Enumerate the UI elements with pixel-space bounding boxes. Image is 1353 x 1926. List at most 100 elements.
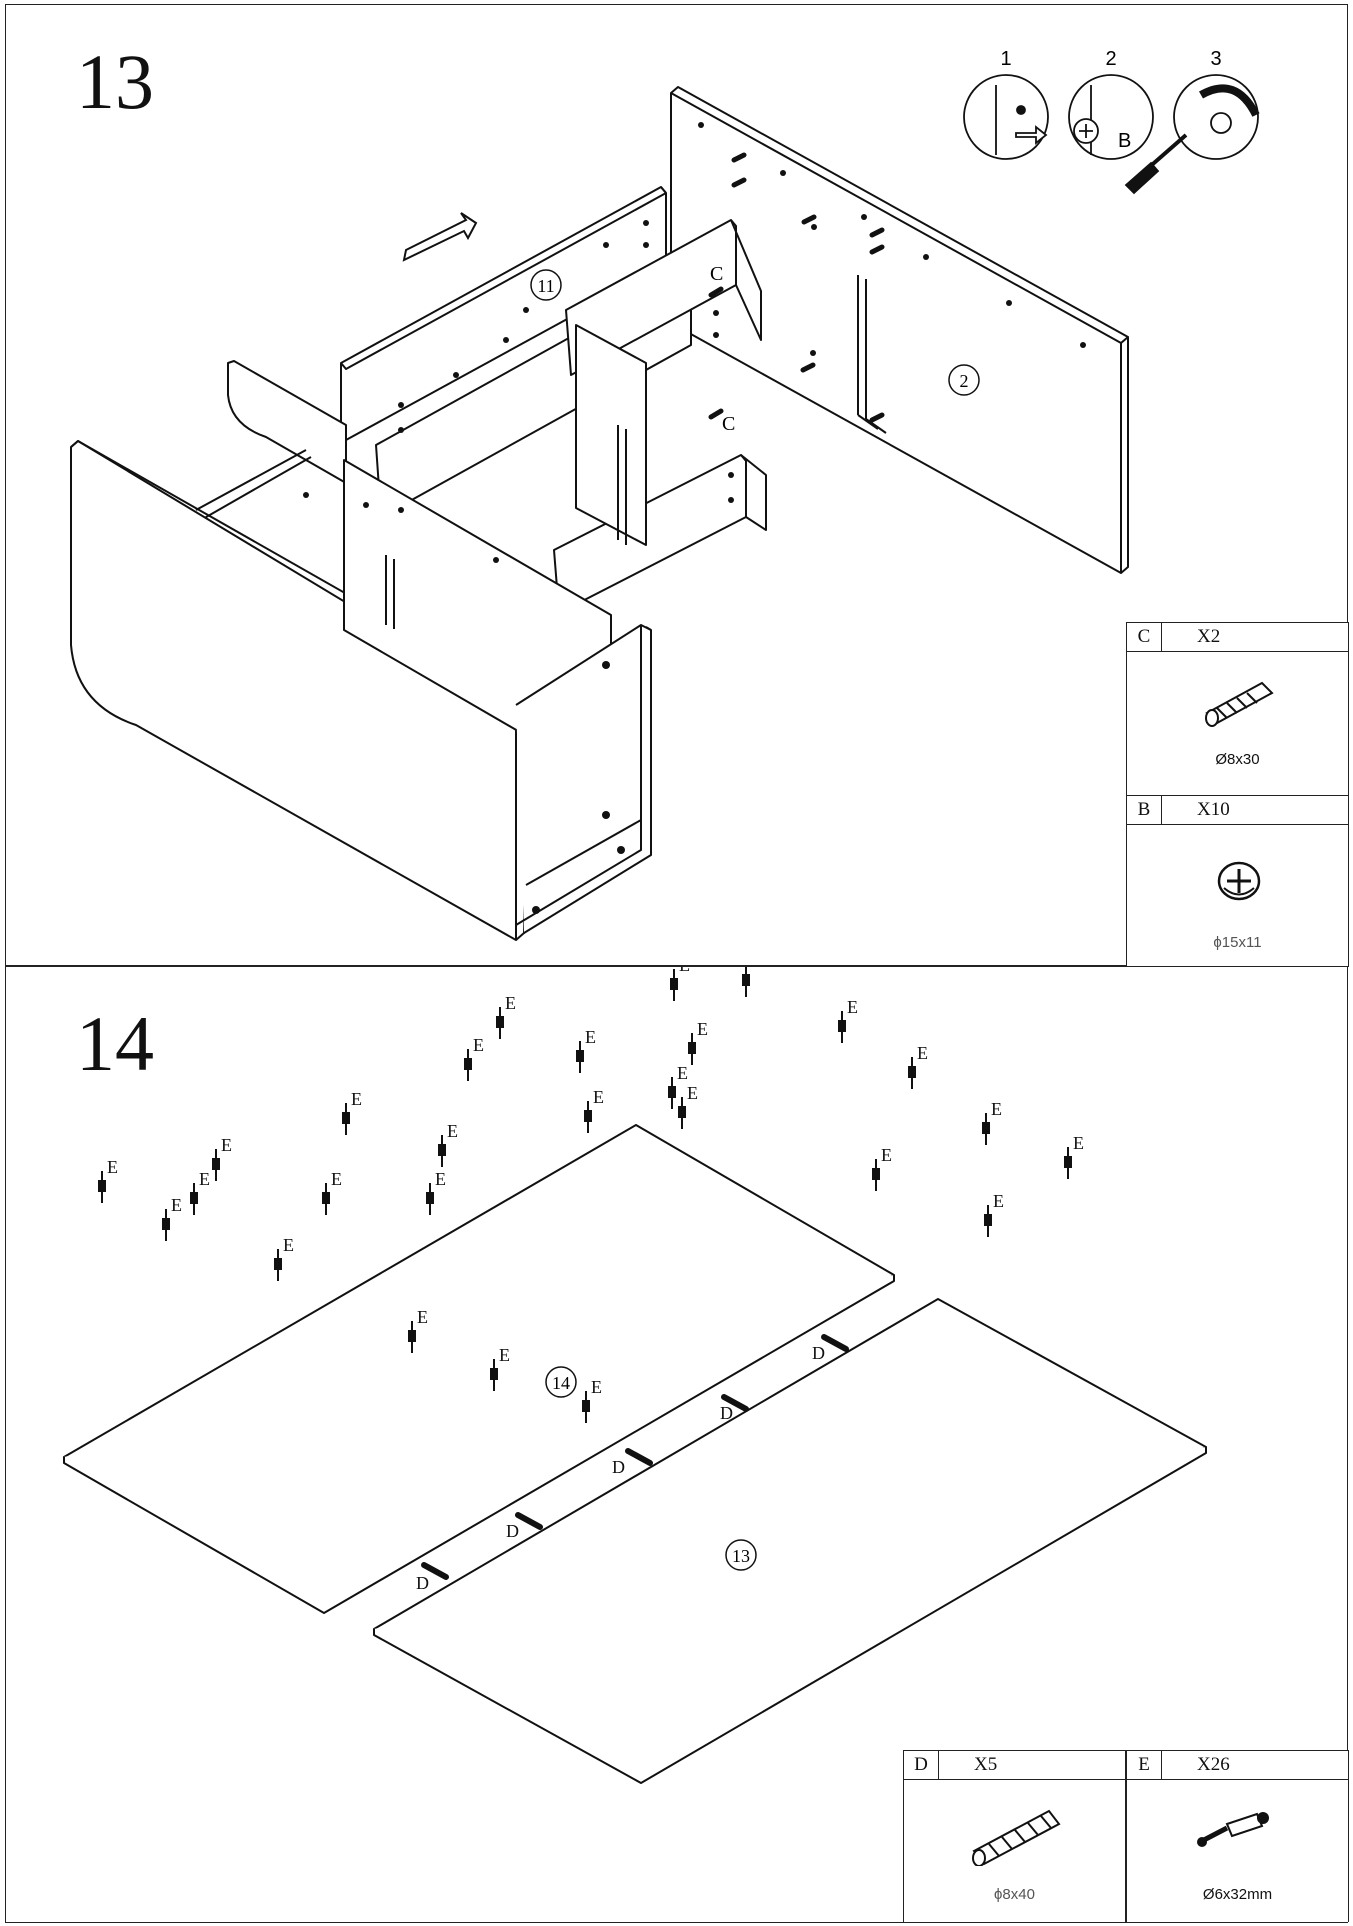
hardware-letter: D: [904, 1751, 939, 1779]
e-callout: E: [499, 1345, 510, 1365]
d-callout: D: [612, 1457, 625, 1477]
hardware-quantity: X26: [1197, 1754, 1230, 1775]
e-bolt-head: [162, 1218, 170, 1230]
e-callout: E: [1073, 1133, 1084, 1153]
e-bolt-head: [668, 1086, 676, 1098]
step-13-panel: 13: [5, 4, 1349, 967]
e-bolt-head: [464, 1058, 472, 1070]
e-bolt-head: [678, 1106, 686, 1118]
step-13-illustration: 11 2 C C 1 2 3 B: [70, 48, 1260, 941]
e-callout: E: [697, 1019, 708, 1039]
e-callout: E: [585, 1027, 596, 1047]
e-callout: E: [591, 1377, 602, 1397]
wood-dowel-icon: [1205, 681, 1274, 727]
cam-lock-icon: [1217, 861, 1261, 901]
c-callout: C: [710, 263, 723, 285]
e-bolt-head: [496, 1016, 504, 1028]
wood-dowel-icon: [972, 1809, 1061, 1866]
hardware-letter: C: [1127, 623, 1162, 651]
svg-text:13: 13: [732, 1546, 750, 1566]
e-bolt-head: [872, 1168, 880, 1180]
detail-b-label: B: [1118, 130, 1131, 152]
e-bolt-head: [322, 1192, 330, 1204]
detail-step-1: 1: [1000, 48, 1011, 70]
hardware-box-d: D X5 ϕ8x40: [903, 1750, 1126, 1922]
e-callout: E: [677, 1063, 688, 1083]
hardware-letter: E: [1127, 1751, 1162, 1779]
e-callout: E: [447, 1121, 458, 1141]
cam-lock-detail: [963, 74, 1260, 195]
hardware-quantity: X5: [974, 1754, 998, 1775]
e-bolt-head: [490, 1368, 498, 1380]
hardware-box-e: E X26 Ø6x32mm: [1126, 1750, 1349, 1922]
e-bolt-head: [688, 1042, 696, 1054]
hardware-size: ϕ15x11: [1213, 934, 1262, 951]
svg-text:2: 2: [960, 371, 969, 391]
e-bolt-head: [98, 1180, 106, 1192]
e-callout: E: [351, 1089, 362, 1109]
e-callout: E: [199, 1169, 210, 1189]
e-callout: E: [473, 1035, 484, 1055]
e-callout: E: [847, 997, 858, 1017]
hardware-size: Ø6x32mm: [1202, 1886, 1273, 1903]
panel-13-label: 13: [725, 1539, 757, 1571]
panel-2-label: 2: [948, 364, 980, 396]
e-bolt-head: [190, 1192, 198, 1204]
e-bolt-head: [212, 1158, 220, 1170]
detail-step-3: 3: [1210, 48, 1221, 70]
step-14-panel: 14 14 13 D D D D D: [5, 966, 1349, 1923]
e-callout: E: [991, 1099, 1002, 1119]
e-bolt-head: [1064, 1156, 1072, 1168]
e-callout: E: [331, 1169, 342, 1189]
detail-step-2: 2: [1105, 48, 1116, 70]
e-callout: E: [221, 1135, 232, 1155]
e-bolt-head: [742, 974, 750, 986]
hardware-letter: B: [1127, 796, 1162, 824]
hardware-box-b: B X10 ϕ15x11: [1126, 795, 1349, 967]
hardware-size: ϕ8x40: [994, 1886, 1035, 1903]
e-bolt-head: [426, 1192, 434, 1204]
e-bolt-head: [838, 1020, 846, 1032]
panel-14-label: 14: [545, 1366, 577, 1398]
e-bolt-head: [984, 1214, 992, 1226]
e-bolt-head: [982, 1122, 990, 1134]
e-bolt-head: [576, 1050, 584, 1062]
e-callout: E: [993, 1191, 1004, 1211]
e-callout: E: [917, 1043, 928, 1063]
hardware-quantity: X2: [1197, 626, 1221, 647]
c-callout: C: [722, 413, 735, 435]
e-callout: E: [107, 1157, 118, 1177]
step-13-number: 13: [76, 38, 154, 125]
panel-11-label: 11: [530, 269, 562, 301]
e-callout: E: [283, 1235, 294, 1255]
e-callout: E: [435, 1169, 446, 1189]
e-bolt-head: [274, 1258, 282, 1270]
e-callout: E: [751, 967, 762, 971]
hardware-quantity: X10: [1197, 799, 1230, 820]
e-bolt-head: [342, 1112, 350, 1124]
e-bolt-head: [582, 1400, 590, 1412]
step-14-number: 14: [76, 1000, 154, 1087]
svg-text:11: 11: [537, 276, 554, 296]
e-bolt-head: [438, 1144, 446, 1156]
e-bolt-head: [670, 978, 678, 990]
d-callout: D: [506, 1521, 519, 1541]
direction-arrow-icon: [402, 212, 478, 262]
d-callout: D: [416, 1573, 429, 1593]
e-callout: E: [505, 993, 516, 1013]
d-callout: D: [720, 1403, 733, 1423]
hardware-box-c: C X2 Ø8x30: [1126, 622, 1349, 798]
svg-text:14: 14: [552, 1373, 570, 1393]
d-callout: D: [812, 1343, 825, 1363]
e-bolt-head: [408, 1330, 416, 1342]
e-callout: E: [417, 1307, 428, 1327]
hardware-size: Ø8x30: [1215, 751, 1260, 768]
cam-bolt-icon: [1197, 1812, 1269, 1847]
e-callout: E: [679, 967, 690, 975]
e-callout: E: [593, 1087, 604, 1107]
e-bolt-head: [584, 1110, 592, 1122]
e-callout: E: [687, 1083, 698, 1103]
e-bolt-head: [908, 1066, 916, 1078]
e-callout: E: [881, 1145, 892, 1165]
